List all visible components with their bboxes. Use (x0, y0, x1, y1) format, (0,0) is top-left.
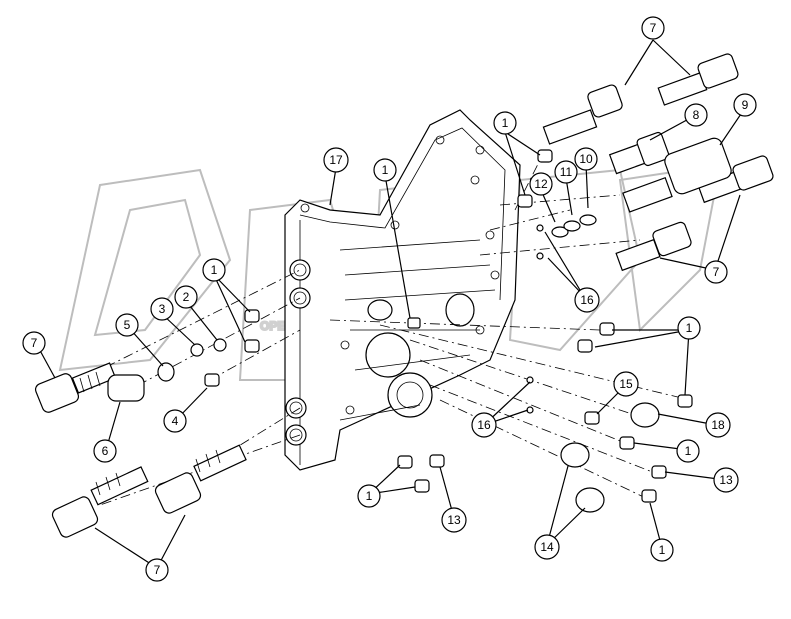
callout-8: 8 (684, 103, 708, 127)
callout-7-left: 7 (22, 331, 46, 355)
callout-1-right: 1 (677, 316, 701, 340)
callout-label: 1 (502, 116, 509, 130)
solenoid-9 (622, 137, 732, 213)
callout-label: 12 (534, 177, 548, 191)
callout-label: 18 (711, 418, 725, 432)
callout-1-mid-right: 1 (676, 439, 700, 463)
callout-label: 11 (560, 165, 573, 179)
small-parts (107, 149, 693, 513)
callout-2: 2 (174, 285, 198, 309)
callout-12: 12 (529, 172, 553, 196)
callout-16-top: 16 (574, 287, 600, 313)
callout-17: 17 (323, 147, 349, 173)
callout-label: 6 (102, 444, 109, 458)
callout-6: 6 (93, 439, 117, 463)
callout-label: 17 (329, 153, 343, 167)
callout-label: 1 (685, 444, 692, 458)
callout-label: 7 (154, 563, 161, 577)
valve-body-plate (284, 109, 521, 471)
callout-13-right: 13 (713, 467, 739, 493)
solenoid-valve-top-2 (657, 53, 739, 106)
solenoid-valve-right (697, 155, 774, 204)
callout-label: 1 (211, 263, 218, 277)
callout-4: 4 (163, 409, 187, 433)
callout-label: 8 (693, 108, 700, 122)
callout-15: 15 (613, 371, 639, 397)
callout-18: 18 (705, 412, 731, 438)
callout-label: 9 (742, 98, 749, 112)
callout-5: 5 (115, 313, 139, 337)
callout-13-bottom: 13 (441, 507, 467, 533)
callout-label: 1 (366, 489, 373, 503)
callout-label: 2 (183, 290, 190, 304)
callout-label: 15 (619, 377, 633, 391)
callout-14: 14 (534, 534, 560, 560)
callout-9: 9 (733, 93, 757, 117)
callout-label: 4 (172, 414, 179, 428)
callout-label: 1 (686, 321, 693, 335)
callout-label: 16 (477, 418, 491, 432)
callout-label: 16 (580, 293, 594, 307)
callout-label: 3 (159, 302, 166, 316)
callout-1-plate: 1 (373, 158, 397, 182)
callout-group: 7 1 8 9 17 1 12 11 10 16 7 1 3 2 5 7 1 1… (22, 16, 757, 582)
callout-3: 3 (150, 297, 174, 321)
callout-label: 5 (124, 318, 131, 332)
callout-11: 11 (554, 160, 578, 184)
callout-label: 13 (719, 473, 733, 487)
callout-7-bottom: 7 (145, 558, 169, 582)
callout-label: 1 (382, 163, 389, 177)
solenoid-valve-bottom-2 (154, 444, 247, 514)
solenoid-valve-left (34, 362, 117, 413)
callout-10: 10 (574, 147, 598, 171)
callout-label: 7 (650, 21, 657, 35)
pressure-switch-8 (608, 131, 670, 175)
callout-7-right: 7 (704, 260, 728, 284)
callout-7-top: 7 (641, 16, 665, 40)
callout-16-bottom: 16 (471, 412, 497, 438)
callout-label: 7 (713, 265, 720, 279)
callout-1-top: 1 (493, 111, 517, 135)
callout-1-bottom-right: 1 (650, 538, 674, 562)
callout-label: 13 (447, 513, 461, 527)
callout-label: 1 (659, 543, 666, 557)
callout-label: 7 (31, 336, 38, 350)
callout-1-bottom: 1 (357, 484, 381, 508)
solenoid-valve-bottom-1 (51, 466, 149, 538)
callout-label: 10 (579, 152, 593, 166)
callout-1-left: 1 (202, 258, 226, 282)
callout-label: 14 (540, 540, 554, 554)
solenoid-valve-top-1 (542, 84, 623, 145)
solenoid-valve-mid-right (615, 221, 692, 272)
